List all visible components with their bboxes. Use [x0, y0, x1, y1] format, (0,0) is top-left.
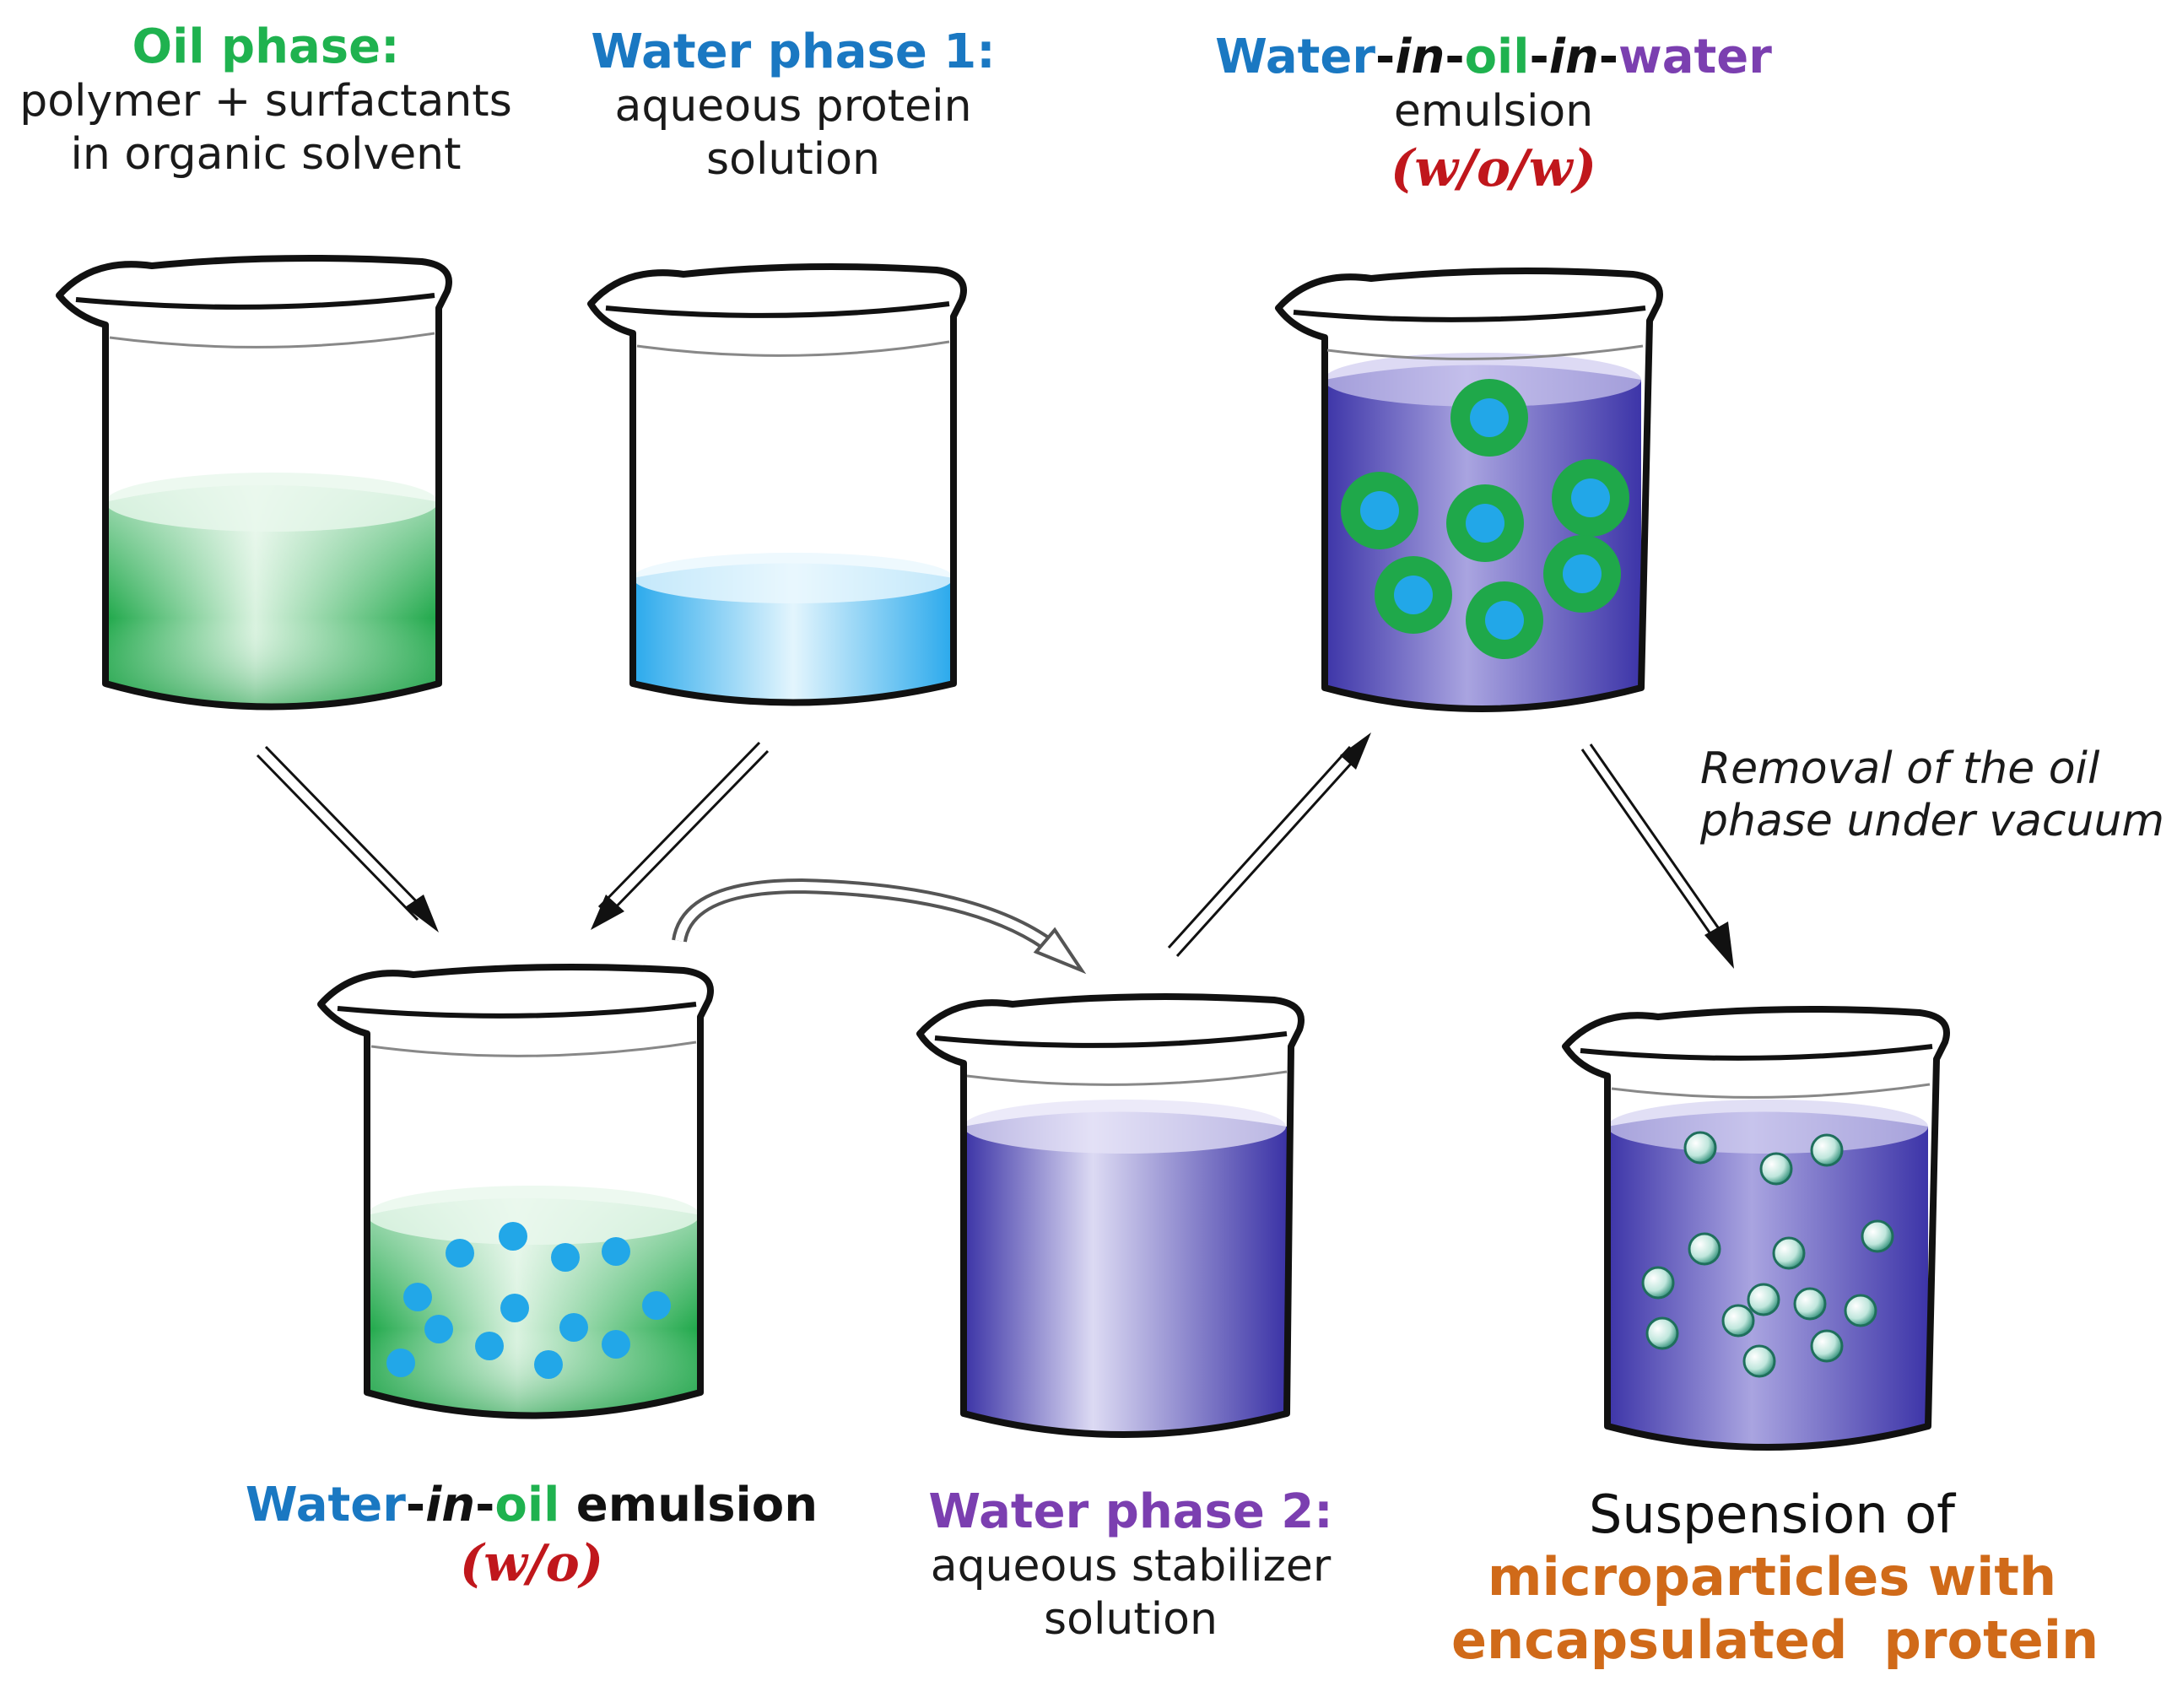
wow-water-word: Water [1215, 30, 1376, 84]
label-water-phase-1: Water phase 1: aqueous protein solution [540, 24, 1046, 186]
wo-abbreviation: (w/o) [459, 1534, 604, 1594]
beaker-wo-emulsion [317, 964, 714, 1419]
stabilizer-liquid [964, 1111, 1287, 1435]
water-droplets [386, 1222, 671, 1379]
oil-phase-line2: in organic solvent [70, 128, 462, 180]
label-wo-emulsion: Water-in-oil emulsion (w/o) [211, 1477, 852, 1594]
label-suspension: Suspension of microparticles with encaps… [1451, 1484, 2099, 1672]
wo-title: Water-in-oil emulsion [211, 1477, 852, 1533]
wow-dash: - [1445, 30, 1465, 84]
microparticles [1641, 1131, 1894, 1378]
oil-phase-title: Oil phase: [132, 19, 400, 74]
label-water-phase-2: Water phase 2: aqueous stabilizer soluti… [878, 1484, 1384, 1646]
wow-in-word: in [1548, 30, 1599, 84]
beaker-outline [916, 993, 1305, 1438]
wo-in-word: in [425, 1478, 476, 1532]
water-phase-2-line2: solution [1044, 1593, 1218, 1645]
label-oil-phase: Oil phase: polymer + surfactants in orga… [13, 19, 519, 181]
arrow-wow-to-suspension [1580, 743, 1734, 969]
beaker-outline [587, 263, 967, 706]
beaker-water-phase-2 [916, 993, 1305, 1438]
wow-title: Water-in-oil-in-water [1164, 29, 1823, 85]
wow-dash: - [1375, 30, 1396, 84]
double-emulsion-droplets [1341, 379, 1629, 659]
beaker-water-phase-1 [587, 263, 967, 706]
wow-dash: - [1598, 30, 1619, 84]
wo-oil-word: oil [494, 1478, 560, 1532]
removal-line2: phase under vacuum [1700, 796, 2165, 847]
removal-line1: Removal of the oil [1700, 743, 2100, 794]
wow-abbreviation: (w/o/w) [1391, 138, 1596, 198]
wow-in-word: in [1395, 30, 1445, 84]
beaker-wow-emulsion [1275, 268, 1663, 712]
wo-dash: - [405, 1478, 426, 1532]
beaker-outline [317, 964, 714, 1419]
suspension-line3: encapsulated protein [1451, 1608, 2099, 1671]
arrow-water2-to-wow [1167, 732, 1371, 958]
beaker-outline [1275, 268, 1663, 712]
beaker-oil-phase [56, 255, 452, 711]
arrow-wo-to-water2-curved [672, 878, 1087, 975]
label-removal-note: Removal of the oil phase under vacuum [1700, 743, 2173, 848]
beaker-outline [1562, 1006, 1950, 1451]
beaker-outline [56, 255, 452, 711]
arrow-oil-to-wo [256, 745, 439, 932]
wow-dash: - [1529, 30, 1549, 84]
water-phase-1-line1: aqueous protein [614, 81, 972, 132]
suspension-liquid [1607, 1111, 1928, 1447]
water-phase-2-title: Water phase 2: [928, 1484, 1333, 1539]
water-phase-1-line2: solution [706, 133, 880, 185]
wow-water-word-outer: water [1618, 30, 1772, 84]
wo-dash: - [475, 1478, 495, 1532]
wo-water-word: Water [245, 1478, 406, 1532]
wo-emulsion-word: emulsion [559, 1478, 818, 1532]
wow-line1: emulsion [1393, 86, 1594, 138]
label-wow-emulsion: Water-in-oil-in-water emulsion (w/o/w) [1164, 29, 1823, 199]
wow-oil-word: oil [1464, 30, 1530, 84]
beaker-suspension [1562, 1006, 1950, 1451]
water-phase-2-line1: aqueous stabilizer [930, 1541, 1332, 1592]
water-phase-1-title: Water phase 1: [591, 24, 996, 79]
suspension-line1: Suspension of [1589, 1484, 1955, 1545]
suspension-line2: microparticles with [1487, 1546, 2057, 1608]
oil-phase-line1: polymer + surfactants [19, 76, 512, 127]
arrow-water1-to-wo [591, 741, 770, 930]
